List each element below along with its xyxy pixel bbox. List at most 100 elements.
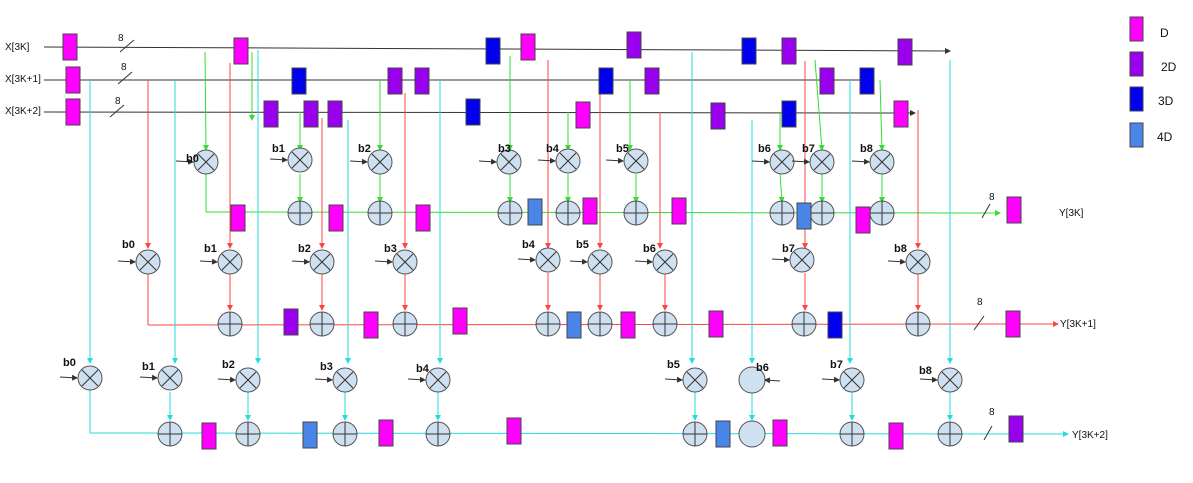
delay-register-3d <box>741 37 757 65</box>
times-icon <box>429 371 447 389</box>
coefficient-label-b8: b8 <box>919 365 932 377</box>
multiplier-node: b7 <box>771 243 815 273</box>
multiplier-node: b4 <box>537 143 581 174</box>
delay-register-4d <box>715 420 731 448</box>
delay-register-d <box>378 419 394 447</box>
bus-width-label: 8 <box>977 297 983 308</box>
multiplier-node: b5 <box>664 359 708 393</box>
multiplier-node: b0 <box>175 149 219 175</box>
adder-node <box>905 311 931 337</box>
multiplier-node: b8 <box>851 143 895 175</box>
coefficient-label-b0: b0 <box>63 357 76 369</box>
coefficient-wire <box>887 258 906 265</box>
times-icon <box>81 369 99 387</box>
coefficient-label-b7: b7 <box>830 359 843 371</box>
delay-registers <box>62 31 1024 450</box>
delay-register-d <box>671 197 687 225</box>
adder-node <box>937 421 963 447</box>
coefficient-label-b8: b8 <box>894 243 907 255</box>
times-icon <box>873 153 891 171</box>
multiplier-node: b0 <box>117 239 161 275</box>
delay-register-2d <box>303 100 319 128</box>
coefficient-label-b5: b5 <box>576 239 589 251</box>
delay-register-3d <box>598 67 614 95</box>
coefficient-label-b1: b1 <box>142 361 155 373</box>
multiplier-node: b6 <box>751 143 795 175</box>
coefficient-label-b2: b2 <box>358 143 371 155</box>
delay-register-3d <box>827 311 843 339</box>
delay-register-4d <box>527 198 543 226</box>
delay-register-d <box>452 307 468 335</box>
legend-label-d: D <box>1160 26 1169 40</box>
adder-node <box>769 200 795 226</box>
bus-width-mark: 8 <box>109 96 125 118</box>
bus-width-mark: 8 <box>118 33 135 53</box>
multiplier-node: b7 <box>791 143 835 175</box>
coefficient-label-b4: b4 <box>522 239 536 251</box>
legend-label-2d: 2D <box>1161 60 1177 74</box>
coefficient-label-b1: b1 <box>204 243 217 255</box>
coefficient-wire <box>771 256 790 263</box>
delay-register-3d <box>291 67 307 95</box>
adder-node <box>623 200 649 226</box>
delay-register-d <box>582 197 598 225</box>
delay-register-d <box>201 422 217 450</box>
coefficient-wire <box>791 158 810 165</box>
coefficient-label-b8: b8 <box>860 143 873 155</box>
times-icon <box>221 253 239 271</box>
multiplier-node: b8 <box>887 243 931 275</box>
coefficient-label-b5: b5 <box>616 143 629 155</box>
coefficient-wire <box>919 376 938 383</box>
empty-node <box>738 420 766 448</box>
multiplier-node: b3 <box>374 243 418 275</box>
times-icon <box>161 369 179 387</box>
delay-register-d <box>893 100 909 128</box>
bus-width-label: 8 <box>115 96 121 107</box>
bus-width-mark: 8 <box>981 192 995 219</box>
adder-node <box>157 421 183 447</box>
delay-register-2d <box>644 67 660 95</box>
delay-register-2d <box>1008 415 1024 443</box>
delay-register-2d <box>414 67 430 95</box>
coefficient-label-b2: b2 <box>222 359 235 371</box>
times-icon <box>591 253 609 271</box>
times-icon <box>686 371 704 389</box>
legend-swatch-d <box>1129 16 1144 42</box>
coefficient-wire <box>569 258 588 265</box>
adder-node <box>235 421 261 447</box>
delay-register-3d <box>781 100 797 128</box>
wire <box>778 173 785 203</box>
delay-register-2d <box>327 100 343 128</box>
wire <box>878 79 885 151</box>
coefficient-label-b3: b3 <box>384 243 397 255</box>
times-icon <box>197 153 215 171</box>
times-icon <box>500 153 518 171</box>
coefficient-wire <box>517 256 536 263</box>
bus-width-mark: 8 <box>973 297 985 331</box>
times-icon <box>559 152 577 170</box>
legend-label-4d: 4D <box>1157 130 1173 144</box>
delay-register-2d <box>263 100 279 128</box>
delay-register-2d <box>387 67 403 95</box>
multiplier-node: b5 <box>569 239 613 275</box>
times-icon <box>627 152 645 170</box>
adder-node <box>287 200 313 226</box>
output-label-y3k2: Y[3K+2] <box>1072 430 1108 441</box>
coefficient-wire <box>59 374 78 381</box>
delay-register-d <box>575 101 591 129</box>
coefficient-label-b6: b6 <box>758 143 771 155</box>
coefficient-wire <box>821 376 840 383</box>
coefficient-label-b4: b4 <box>416 363 430 375</box>
input-label-x3k2: X[3K+2] <box>5 106 41 117</box>
adder-node <box>809 200 835 226</box>
coefficient-label-b6: b6 <box>756 362 769 374</box>
delay-register-2d <box>626 31 642 59</box>
coefficient-wire <box>751 158 770 165</box>
delay-register-d <box>415 204 431 232</box>
delay-register-d <box>708 310 724 338</box>
coefficient-wire <box>349 158 368 165</box>
coefficient-wire <box>634 258 653 265</box>
multiplier-node: b1 <box>199 243 243 275</box>
